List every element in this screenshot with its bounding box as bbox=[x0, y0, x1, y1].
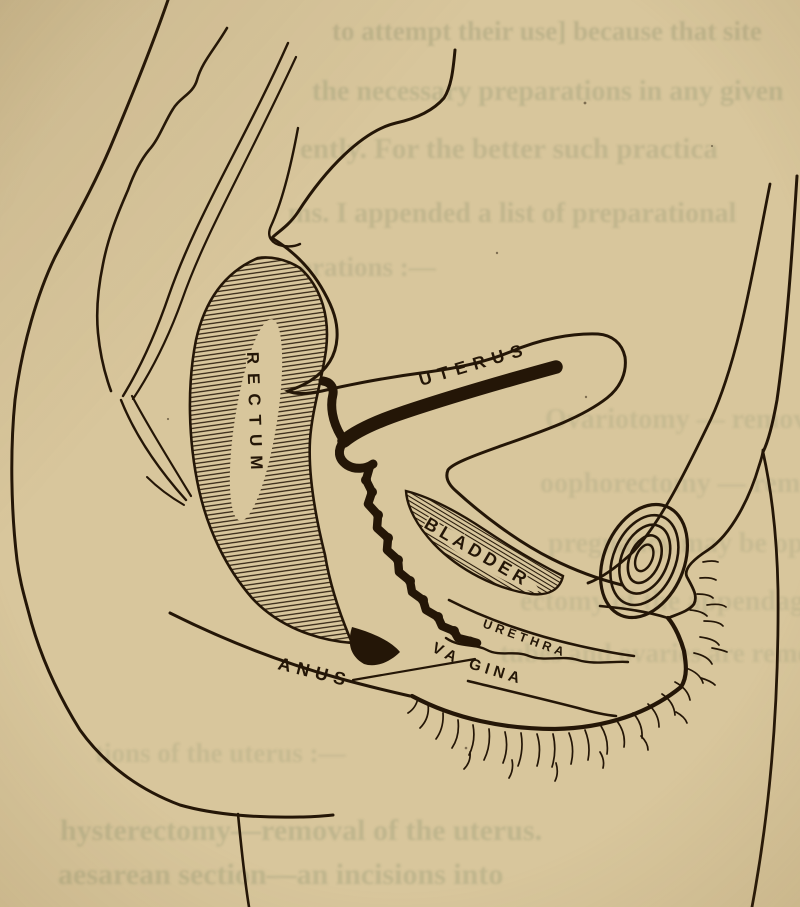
pelvis-sagittal-engraving: to attempt their use] because that site … bbox=[0, 0, 800, 907]
scanned-book-page: to attempt their use] because that site … bbox=[0, 0, 800, 907]
corner-shadow-overlay bbox=[0, 0, 800, 907]
